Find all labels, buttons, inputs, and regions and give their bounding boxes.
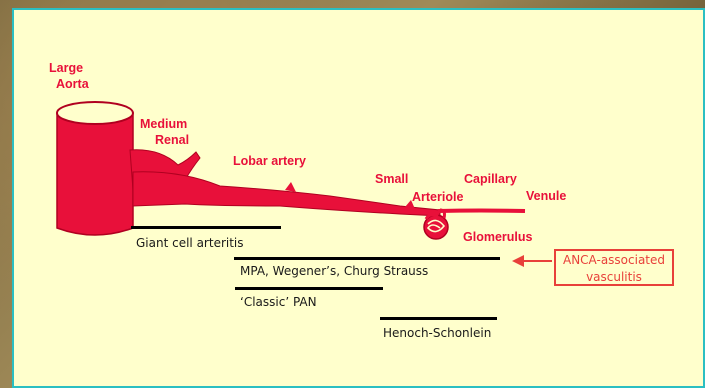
label-arteriole: Arteriole: [412, 190, 463, 205]
aorta-top: [57, 102, 133, 124]
lobar-bud: [285, 182, 296, 192]
anca-box: ANCA-associated vasculitis: [554, 249, 674, 286]
label-medium: Medium: [140, 117, 187, 132]
range-bar-henoch-schonlein: [380, 317, 497, 320]
anca-line2: vasculitis: [556, 268, 672, 285]
label-small: Small: [375, 172, 408, 187]
label-capillary: Capillary: [464, 172, 517, 187]
label-glomerulus: Glomerulus: [463, 230, 532, 245]
aorta-cylinder: [57, 113, 133, 235]
anca-arrow-head: [512, 255, 524, 267]
capillary-line: [438, 211, 525, 212]
label-large: Large: [49, 61, 83, 76]
label-renal: Renal: [155, 133, 189, 148]
anca-line1: ANCA-associated: [556, 251, 672, 268]
label-venule: Venule: [526, 189, 566, 204]
range-bar-giant-cell: [131, 226, 281, 229]
range-label-giant-cell: Giant cell arteritis: [136, 236, 244, 250]
range-label-classic-pan: ‘Classic’ PAN: [240, 295, 317, 309]
range-label-mpa: MPA, Wegener’s, Churg Strauss: [240, 264, 428, 278]
range-bar-classic-pan: [235, 287, 383, 290]
label-aorta: Aorta: [56, 77, 89, 92]
range-bar-mpa: [234, 257, 500, 260]
label-lobar-artery: Lobar artery: [233, 154, 306, 169]
range-label-henoch-schonlein: Henoch-Schonlein: [383, 326, 491, 340]
